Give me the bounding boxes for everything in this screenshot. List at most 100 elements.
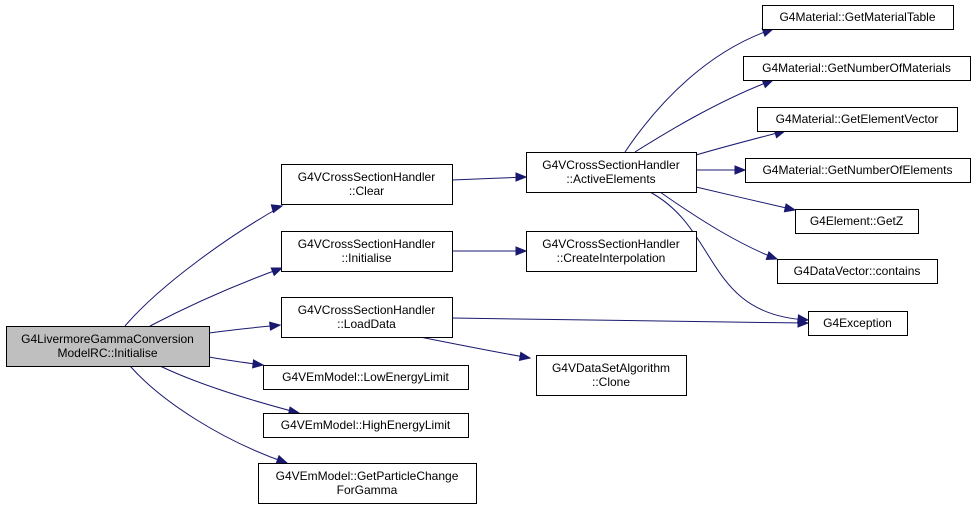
edge-line (695, 186, 796, 211)
node-csh-create[interactable]: G4VCrossSectionHandler::CreateInterpolat… (526, 231, 697, 272)
node-label: ::Clone (592, 375, 630, 389)
edge-line (149, 267, 283, 327)
node-label: G4Material::GetNumberOfElements (762, 163, 952, 177)
node-label: ModelRC::Initialise (57, 346, 157, 360)
node-box (762, 5, 954, 30)
node-em-low[interactable]: G4VEmModel::LowEnergyLimit (263, 365, 469, 390)
call-nodes: G4LivermoreGammaConversionModelRC::Initi… (6, 5, 971, 504)
node-label: G4VEmModel::GetParticleChange (276, 469, 459, 483)
edge-initialise-to-create (452, 246, 528, 256)
edge-loaddata-to-exception (451, 317, 810, 328)
node-label: G4Exception (823, 316, 892, 330)
node-box (526, 152, 697, 193)
node-box (258, 463, 477, 504)
edge-line (695, 130, 786, 156)
edge-active-to-el-getz (695, 186, 797, 213)
edge-line (659, 191, 778, 260)
node-box (526, 231, 697, 272)
node-label: G4Material::GetNumberOfMaterials (762, 61, 951, 75)
node-box (795, 209, 919, 234)
arrowhead (270, 204, 284, 214)
node-dsa-clone[interactable]: G4VDataSetAlgorithm::Clone (536, 355, 687, 396)
node-label: G4VEmModel::LowEnergyLimit (282, 370, 449, 384)
node-box (281, 297, 453, 338)
arrowhead (765, 251, 779, 260)
node-label: ::ActiveElements (566, 172, 655, 186)
arrowhead (515, 246, 528, 256)
node-label: G4Material::GetElementVector (776, 112, 939, 126)
arrowhead (518, 351, 532, 361)
node-label: G4DataVector::contains (794, 264, 921, 278)
node-mat-numel[interactable]: G4Material::GetNumberOfElements (745, 158, 971, 183)
arrowhead (275, 454, 289, 464)
edge-line (451, 176, 527, 181)
node-label: ::CreateInterpolation (557, 251, 666, 265)
edge-line (419, 336, 531, 359)
node-mat-num[interactable]: G4Material::GetNumberOfMaterials (743, 56, 971, 81)
edge-line (624, 28, 774, 153)
node-csh-initialise[interactable]: G4VCrossSectionHandler::Initialise (281, 231, 453, 272)
node-box (281, 231, 453, 272)
node-label: G4Element::GetZ (810, 214, 903, 228)
node-label: G4Material::GetMaterialTable (779, 10, 935, 24)
node-box (263, 365, 469, 390)
call-edges (124, 28, 810, 464)
node-dv-contains[interactable]: G4DataVector::contains (777, 259, 938, 284)
node-csh-clear[interactable]: G4VCrossSectionHandler::Clear (281, 164, 453, 205)
edge-active-to-mat-table (624, 28, 775, 153)
edge-line (129, 365, 288, 464)
edge-clear-to-active (451, 172, 528, 182)
node-label: G4VCrossSectionHandler (298, 303, 435, 317)
arrowhead (515, 172, 528, 182)
arrowhead (734, 165, 747, 175)
edge-active-to-mat-numel (696, 165, 747, 175)
node-box (536, 355, 687, 396)
node-root[interactable]: G4LivermoreGammaConversionModelRC::Initi… (6, 326, 210, 367)
arrowhead (252, 359, 265, 369)
edge-root-to-csh-clear (124, 204, 284, 327)
edge-active-to-exception (649, 191, 810, 324)
node-exception[interactable]: G4Exception (808, 311, 908, 336)
edge-line (208, 324, 281, 334)
edge-loaddata-to-clone (419, 336, 532, 361)
arrowhead (783, 203, 797, 213)
node-csh-active[interactable]: G4VCrossSectionHandler::ActiveElements (526, 152, 697, 193)
node-box (745, 158, 971, 183)
node-label: G4VCrossSectionHandler (298, 237, 435, 251)
arrowhead (270, 267, 284, 277)
node-csh-loaddata[interactable]: G4VCrossSectionHandler::LoadData (281, 297, 453, 338)
node-label: G4VCrossSectionHandler (542, 158, 679, 172)
node-label: ForGamma (337, 483, 398, 497)
node-label: ::Clear (349, 184, 384, 198)
node-mat-table[interactable]: G4Material::GetMaterialTable (762, 5, 954, 30)
node-label: G4VCrossSectionHandler (542, 237, 679, 251)
arrowhead (797, 314, 810, 324)
node-label: G4LivermoreGammaConversion (21, 332, 194, 346)
edge-root-to-em-low (208, 356, 265, 369)
node-box (263, 413, 469, 438)
node-label: G4VCrossSectionHandler (298, 170, 435, 184)
edge-active-to-mat-num (634, 79, 775, 153)
arrowhead (761, 79, 775, 89)
edge-active-to-mat-elvec (695, 129, 787, 156)
node-box (281, 164, 453, 205)
edge-line (649, 191, 809, 321)
edge-root-to-csh-loaddata (208, 321, 282, 334)
node-box (777, 259, 938, 284)
node-label: G4VEmModel::HighEnergyLimit (281, 418, 451, 432)
edge-line (634, 79, 774, 153)
node-box (808, 311, 908, 336)
edge-root-to-csh-initialise (149, 267, 284, 327)
node-box (743, 56, 971, 81)
node-em-high[interactable]: G4VEmModel::HighEnergyLimit (263, 413, 469, 438)
edge-line (451, 317, 809, 324)
node-box (6, 326, 210, 367)
node-el-getz[interactable]: G4Element::GetZ (795, 209, 919, 234)
node-label: ::Initialise (341, 251, 391, 265)
arrowhead (269, 321, 282, 331)
node-mat-elvec[interactable]: G4Material::GetElementVector (757, 107, 958, 132)
node-box (757, 107, 958, 132)
edge-line (124, 205, 283, 327)
